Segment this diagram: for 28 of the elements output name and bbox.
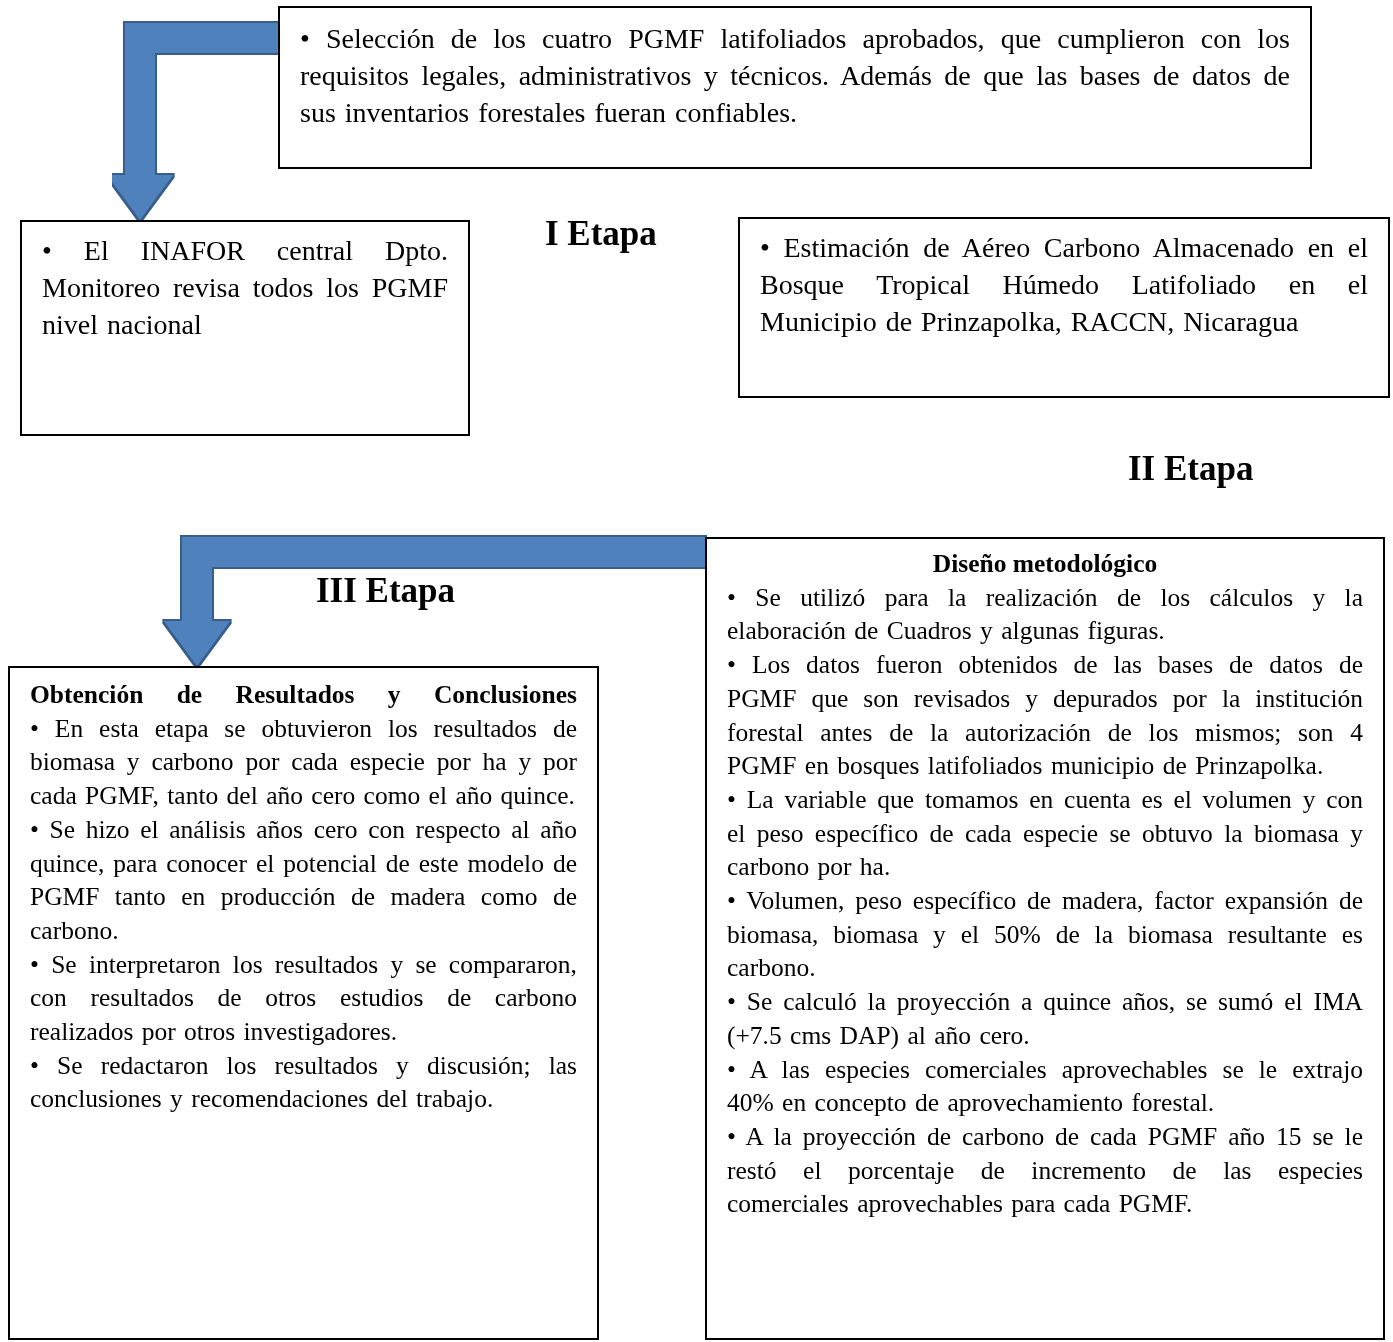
bullet-text: • A las especies comerciales aprovechables se le extrajo 40% en concepto de aprovechamiento forestal.	[727, 1053, 1363, 1120]
bullet-text: • Selección de los cuatro PGMF latifoliados aprobados, que cumplieron con los requisitos legales, administrativos y técnicos. Además de que las bases de datos de sus inventarios forestales fueran confiables.	[300, 22, 1290, 130]
box-heading: Obtención de Resultados y Conclusiones	[30, 679, 577, 711]
block-arrow	[164, 537, 705, 666]
block-arrow	[975, 398, 1041, 537]
stage-label: II Etapa	[1128, 449, 1254, 489]
bullet-text: • A la proyección de carbono de cada PGMF año 15 se le restó el porcentaje de incremento de las especies comerciales aprovechables para cada PGMF.	[727, 1120, 1363, 1221]
bullet-text: • El INAFOR central Dpto. Monitoreo revisa todos los PGMF nivel nacional	[42, 234, 448, 342]
stage-label: I Etapa	[545, 214, 657, 254]
bullet-text: • Volumen, peso específico de madera, factor expansión de biomasa, biomasa y el 50% de la biomasa resultante es carbono.	[727, 885, 1363, 985]
bullet-text: • Se redactaron los resultados y discusión; las conclusiones y recomendaciones del trabajo.	[30, 1049, 577, 1116]
bullet-text: • Se interpretaron los resultados y se compararon, con resultados de otros estudios de carbono realizados por otros investigadores.	[30, 948, 577, 1049]
text-box	[8, 666, 599, 1340]
box-heading: Diseño metodológico	[931, 548, 1159, 580]
block-arrow	[107, 23, 278, 220]
bullet-text: • En esta etapa se obtuvieron los resultados de biomasa y carbono por cada especie por ha y por cada PGMF, tanto del año cero como el año quince.	[30, 712, 577, 813]
text-box	[705, 537, 1385, 1340]
bullet-text: • Se hizo el análisis años cero con respecto al año quince, para conocer el potencial de este modelo de PGMF tanto en producción de madera como de carbono.	[30, 813, 577, 947]
text-box	[20, 220, 470, 436]
stage-label: III Etapa	[316, 571, 456, 611]
bullet-text: • La variable que tomamos en cuenta es el volumen y con el peso específico de cada especie se obtuvo la biomasa y carbono por ha.	[727, 783, 1363, 884]
text-box	[738, 217, 1390, 398]
bullet-text: • Estimación de Aéreo Carbono Almacenado en el Bosque Tropical Húmedo Latifoliado en el Municipio de Prinzapolka, RACCN, Nicaragua	[760, 231, 1368, 339]
block-arrow	[470, 319, 738, 385]
text-box	[278, 6, 1312, 169]
bullet-text: • Se utilizó para la realización de los cálculos y la elaboración de Cuadros y algunas figuras.	[727, 581, 1363, 648]
bullet-text: • Los datos fueron obtenidos de las bases de datos de PGMF que son revisados y depurados por la institución forestal antes de la autorización de los mismos; son 4 PGMF en bosques latifoliados municipio de Prinzapolka.	[727, 649, 1363, 783]
bullet-text: • Se calculó la proyección a quince años, se sumó el IMA (+7.5 cms DAP) al año cero.	[727, 986, 1363, 1052]
